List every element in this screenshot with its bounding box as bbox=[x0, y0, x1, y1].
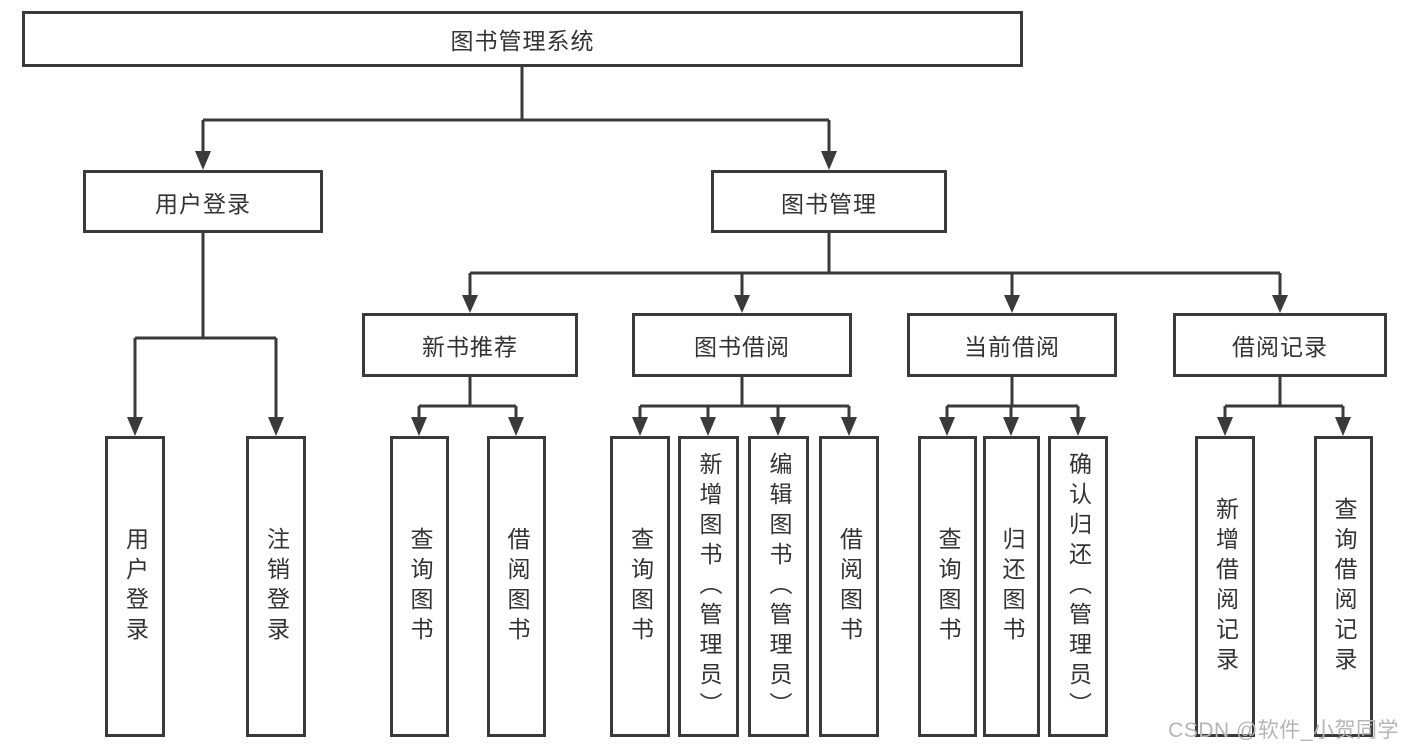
leaf-user-login-label: 用户登录 bbox=[122, 526, 149, 647]
arrow-leaf-5 bbox=[632, 417, 648, 436]
arrow-leaf-10 bbox=[1003, 417, 1019, 436]
leaf-return-books-label: 归还图书 bbox=[999, 526, 1025, 647]
node-user-login: 用户登录 bbox=[83, 170, 323, 233]
node-root-label: 图书管理系统 bbox=[450, 28, 595, 54]
leaf-query-books-newbook: 查询图书 bbox=[390, 436, 449, 737]
node-root: 图书管理系统 bbox=[22, 11, 1023, 67]
arrow-mgmt bbox=[821, 151, 837, 170]
node-book-management: 图书管理 bbox=[711, 170, 947, 233]
arrow-leaf-7 bbox=[770, 417, 786, 436]
leaf-edit-books-admin: 编辑图书（管理员） bbox=[748, 436, 809, 737]
arrow-records bbox=[1272, 295, 1288, 313]
leaf-query-borrow-record-label: 查询借阅记录 bbox=[1331, 496, 1357, 677]
leaf-edit-books-admin-label: 编辑图书（管理员） bbox=[766, 451, 792, 722]
arrow-leaf-3 bbox=[411, 417, 427, 436]
arrow-leaf-2 bbox=[268, 417, 284, 436]
leaf-borrow-books-label: 借阅图书 bbox=[836, 526, 863, 647]
leaf-logout-label: 注销登录 bbox=[263, 526, 290, 647]
leaf-add-borrow-record-label: 新增借阅记录 bbox=[1212, 496, 1239, 677]
leaf-borrow-books-newbook-label: 借阅图书 bbox=[504, 526, 530, 647]
leaf-borrow-books: 借阅图书 bbox=[819, 436, 879, 737]
arrow-leaf-11 bbox=[1070, 417, 1086, 436]
node-book-borrowing: 图书借阅 bbox=[632, 313, 852, 377]
leaf-query-books-current-label: 查询图书 bbox=[935, 526, 961, 647]
arrow-leaf-9 bbox=[939, 417, 955, 436]
arrow-leaf-4 bbox=[508, 417, 524, 436]
leaf-return-books: 归还图书 bbox=[983, 436, 1040, 737]
arrow-leaf-8 bbox=[841, 417, 857, 436]
leaf-add-borrow-record: 新增借阅记录 bbox=[1195, 436, 1255, 737]
leaf-query-borrow-record: 查询借阅记录 bbox=[1314, 436, 1373, 737]
leaf-logout: 注销登录 bbox=[246, 436, 306, 737]
leaf-borrow-books-newbook: 借阅图书 bbox=[487, 436, 546, 737]
leaf-user-login: 用户登录 bbox=[105, 436, 165, 737]
leaf-add-books-admin-label: 新增图书（管理员） bbox=[696, 451, 722, 722]
leaf-query-books-borrow: 查询图书 bbox=[610, 436, 670, 737]
arrow-leaf-13 bbox=[1335, 417, 1351, 436]
node-borrowing-records: 借阅记录 bbox=[1173, 313, 1387, 377]
node-borrowing-records-label: 借阅记录 bbox=[1232, 334, 1328, 360]
node-user-login-label: 用户登录 bbox=[155, 190, 251, 217]
arrow-login bbox=[195, 151, 211, 170]
leaf-query-books-newbook-label: 查询图书 bbox=[407, 526, 433, 647]
node-new-book-recommend-label: 新书推荐 bbox=[422, 334, 518, 360]
leaf-add-books-admin: 新增图书（管理员） bbox=[678, 436, 739, 737]
leaf-query-books-current: 查询图书 bbox=[918, 436, 977, 737]
arrow-current bbox=[1004, 295, 1020, 313]
leaf-confirm-return-admin-label: 确认归还（管理员） bbox=[1065, 451, 1092, 722]
arrow-leaf-12 bbox=[1217, 417, 1233, 436]
arrow-leaf-1 bbox=[127, 417, 143, 436]
node-book-management-label: 图书管理 bbox=[781, 190, 877, 217]
arrow-newbook bbox=[462, 295, 478, 313]
node-current-borrowing-label: 当前借阅 bbox=[964, 334, 1060, 360]
node-book-borrowing-label: 图书借阅 bbox=[694, 334, 790, 360]
leaf-query-books-borrow-label: 查询图书 bbox=[627, 526, 654, 647]
csdn-watermark: CSDN @软件_小贺同学 bbox=[1168, 719, 1399, 742]
arrowheads bbox=[127, 151, 1351, 436]
node-current-borrowing: 当前借阅 bbox=[907, 313, 1117, 377]
leaf-confirm-return-admin: 确认归还（管理员） bbox=[1048, 436, 1108, 737]
arrow-borrow bbox=[734, 295, 750, 313]
node-new-book-recommend: 新书推荐 bbox=[362, 313, 578, 377]
arrow-leaf-6 bbox=[700, 417, 716, 436]
